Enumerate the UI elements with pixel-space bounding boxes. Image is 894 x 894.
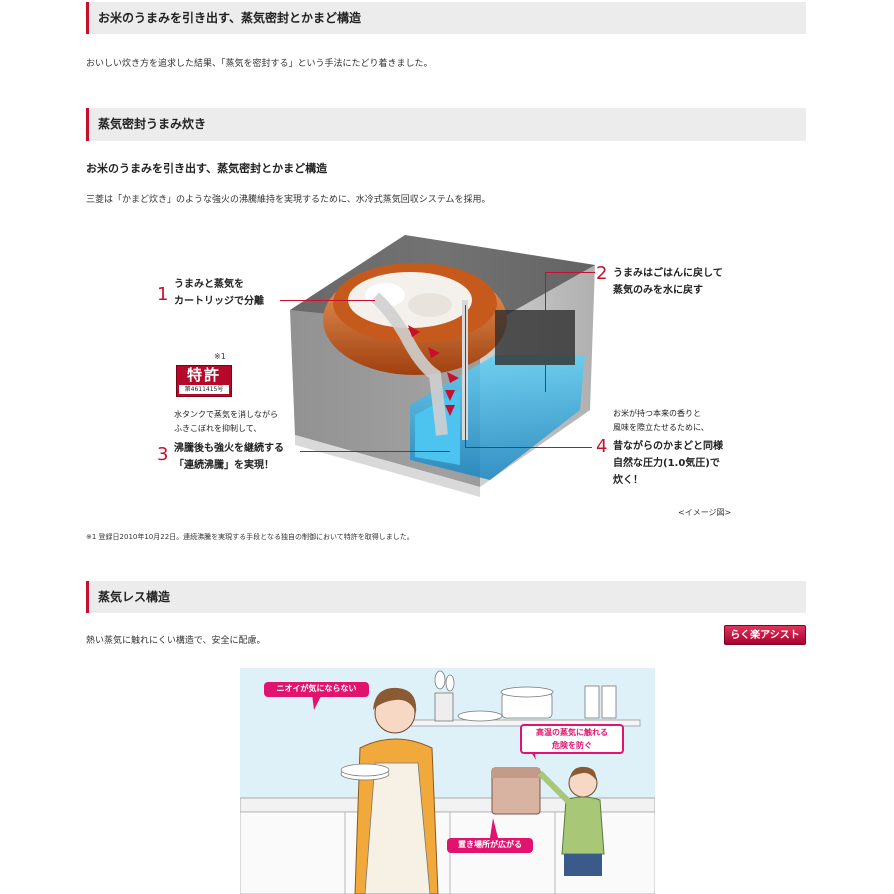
- callout-number-4: 4: [596, 436, 608, 457]
- callout-number-2: 2: [596, 263, 608, 284]
- section-heading-umami: 蒸気密封うまみ炊き: [86, 108, 806, 141]
- leader-line-2a: [545, 272, 595, 273]
- section-intro-text: おいしい炊き方を追求した結果、「蒸気を密封する」という手法にたどり着きました。: [86, 59, 433, 69]
- callout-2-text: うまみはごはんに戻して 蒸気のみを水に戻す: [613, 265, 723, 299]
- rice-cooker-cutaway-illustration: [290, 235, 595, 497]
- callout-4-line2: 自然な圧力(1.0気圧)で: [613, 458, 720, 469]
- leader-line-4b: [465, 305, 466, 448]
- section-description: 三菱は「かまど炊き」のような強火の沸騰維持を実現するために、水冷式蒸気回収システ…: [86, 195, 491, 205]
- patent-number: 第4611415号: [179, 385, 229, 394]
- callout-4-pre2: 風味を際立たせるために、: [613, 423, 709, 432]
- callout-4-text: 昔ながらのかまどと同様 自然な圧力(1.0気圧)で 炊く！: [613, 438, 723, 489]
- callout-3-pretext: 水タンクで蒸気を消しながら ふきこぼれを抑制して、: [174, 408, 278, 436]
- leader-line-4a: [465, 447, 592, 448]
- callout-number-1: 1: [157, 284, 169, 305]
- section-subtitle: お米のうまみを引き出す、蒸気密封とかまど構造: [86, 162, 328, 175]
- callout-2-line2: 蒸気のみを水に戻す: [613, 285, 703, 296]
- callout-1-line1: うまみと蒸気を: [174, 279, 244, 290]
- leader-line-1: [280, 300, 375, 301]
- section-heading-steam-seal: お米のうまみを引き出す、蒸気密封とかまど構造: [86, 2, 806, 34]
- leader-line-2b: [545, 272, 546, 392]
- patent-badge: 特許 第4611415号: [176, 365, 232, 397]
- callout-2-line1: うまみはごはんに戻して: [613, 268, 723, 279]
- steamless-text: 熱い蒸気に触れにくい構造で、安全に配慮。: [86, 636, 266, 646]
- image-note: <イメージ図>: [678, 508, 732, 517]
- callout-4-line1: 昔ながらのかまどと同様: [613, 441, 723, 452]
- bubble-steam-danger: 高温の蒸気に触れる 危険を防ぐ: [520, 724, 624, 754]
- bubble-no-odor: ニオイが気にならない: [264, 682, 369, 697]
- callout-3-line2: 「連続沸騰」を実現！: [174, 460, 274, 471]
- kitchen-scene-illustration: [240, 668, 655, 894]
- callout-4-pretext: お米が持つ本来の香りと 風味を際立たせるために、: [613, 407, 709, 435]
- patent-footnote-mark: ※1: [214, 352, 226, 361]
- leader-line-3: [300, 451, 450, 452]
- callout-1-line2: カートリッジで分離: [174, 296, 264, 307]
- callout-1-text: うまみと蒸気を カートリッジで分離: [174, 276, 264, 310]
- callout-3-pre1: 水タンクで蒸気を消しながら: [174, 410, 278, 419]
- bubble-more-space: 置き場所が広がる: [447, 838, 533, 853]
- callout-3-text: 沸騰後も強火を継続する 「連続沸騰」を実現！: [174, 440, 284, 474]
- bubble-steam-danger-line2: 危険を防ぐ: [552, 741, 592, 750]
- patent-footnote: ※1 登録日2010年10月22日。連続沸騰を実現する手段となる独自の制御におい…: [86, 533, 414, 541]
- callout-3-pre2: ふきこぼれを抑制して、: [174, 424, 262, 433]
- callout-3-line1: 沸騰後も強火を継続する: [174, 443, 284, 454]
- callout-number-3: 3: [157, 444, 169, 465]
- patent-label: 特許: [186, 366, 221, 384]
- callout-4-pre1: お米が持つ本来の香りと: [613, 409, 701, 418]
- easy-assist-button[interactable]: らく楽アシスト: [724, 625, 806, 645]
- callout-4-line3: 炊く！: [613, 475, 643, 486]
- bubble-steam-danger-line1: 高温の蒸気に触れる: [536, 728, 608, 737]
- section-heading-steamless: 蒸気レス構造: [86, 581, 806, 613]
